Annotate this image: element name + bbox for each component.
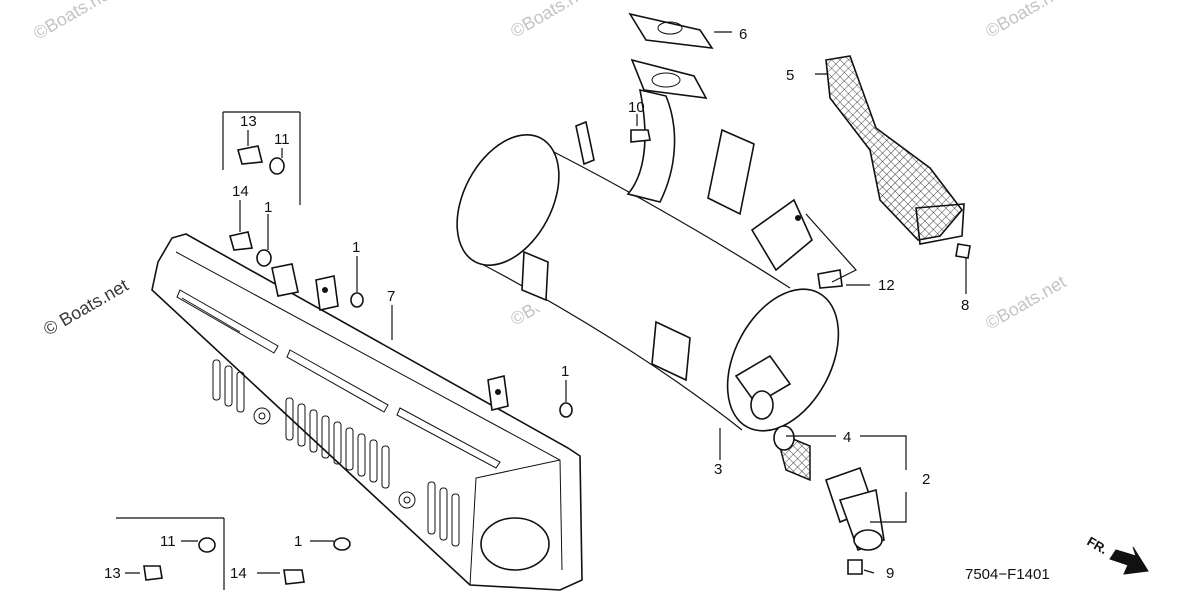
callout: 7 bbox=[387, 288, 395, 305]
callout: 2 bbox=[922, 471, 930, 488]
callout: 11 bbox=[274, 131, 290, 148]
callout: 11 bbox=[160, 533, 176, 550]
hardware bbox=[143, 129, 971, 585]
gasket bbox=[628, 12, 714, 50]
callout: 4 bbox=[843, 429, 851, 446]
callout: 14 bbox=[232, 183, 249, 200]
muffler-body bbox=[456, 120, 840, 432]
callout: 5 bbox=[786, 67, 794, 84]
watermark: © Boats.net bbox=[40, 275, 132, 339]
watermark: ©Boats.net bbox=[507, 0, 594, 41]
callout: 13 bbox=[104, 565, 121, 582]
watermark: ©Boats.net bbox=[30, 0, 117, 43]
callout: 1 bbox=[294, 533, 302, 550]
callout: 3 bbox=[714, 461, 722, 478]
tail-pipe bbox=[824, 466, 885, 552]
callout: 1 bbox=[352, 239, 360, 256]
callout: 10 bbox=[628, 99, 645, 116]
spark-arrester-screen bbox=[773, 425, 811, 482]
callout: 8 bbox=[961, 297, 969, 314]
callout: 1 bbox=[561, 363, 569, 380]
watermark: ©Boats.net bbox=[982, 0, 1069, 41]
watermark: ©Boats.net bbox=[982, 271, 1069, 333]
callouts: 6 5 10 13 11 14 1 1 7 1 3 4 2 12 8 9 11 … bbox=[104, 26, 969, 582]
callout: 13 bbox=[240, 113, 257, 130]
callout: 6 bbox=[739, 26, 747, 43]
diagram-code: 7504−F1401 bbox=[965, 566, 1050, 583]
heat-shield bbox=[825, 55, 965, 245]
protector-vents bbox=[212, 359, 460, 547]
callout: 9 bbox=[886, 565, 894, 582]
front-direction-label: FR. bbox=[1085, 534, 1111, 557]
callout: 14 bbox=[230, 565, 247, 582]
muffler-protector bbox=[151, 233, 583, 591]
front-direction-arrow: FR. bbox=[1085, 534, 1149, 575]
callout: 12 bbox=[878, 277, 895, 294]
exhaust-pipe bbox=[626, 58, 708, 203]
callout: 1 bbox=[264, 199, 272, 216]
leader-lines bbox=[116, 31, 967, 590]
